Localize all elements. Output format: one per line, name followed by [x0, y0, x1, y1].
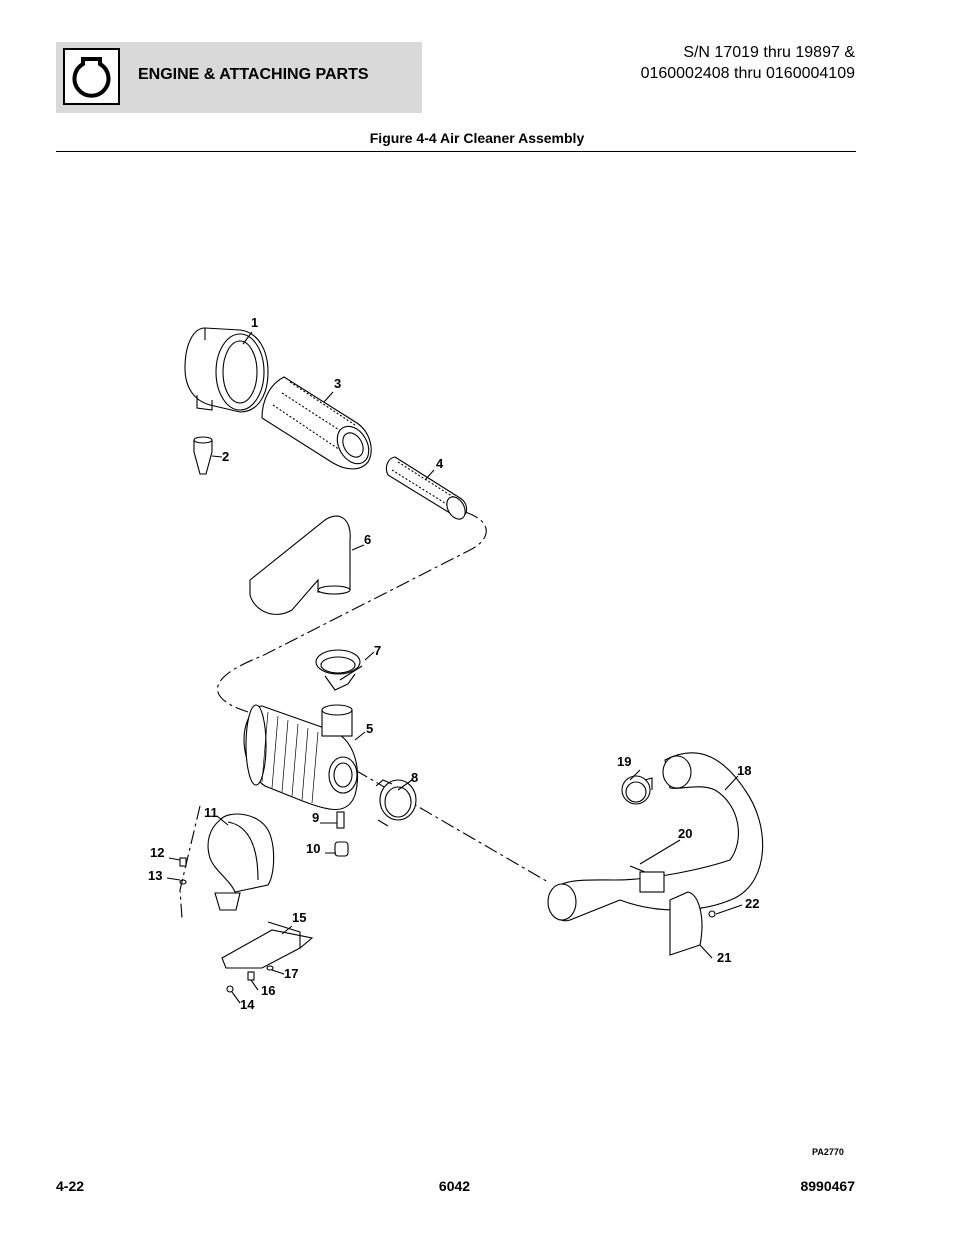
serial-line-2: 0160002408 thru 0160004109	[640, 65, 855, 82]
callout-8: 8	[411, 770, 418, 785]
figure-title: Figure 4-4 Air Cleaner Assembly	[369, 130, 585, 146]
section-title: ENGINE & ATTACHING PARTS	[138, 66, 369, 83]
callout-3: 3	[334, 376, 341, 391]
manual-number: 8990467	[800, 1178, 855, 1194]
callout-1: 1	[251, 315, 258, 330]
callout-21: 21	[717, 950, 731, 965]
page-number: 4-22	[56, 1178, 85, 1194]
callout-11: 11	[204, 805, 218, 820]
callout-17: 17	[284, 966, 298, 981]
callout-16: 16	[261, 983, 275, 998]
serial-range: S/N 17019 thru 19897 & 0160002408 thru 0…	[641, 42, 855, 84]
callout-19: 19	[617, 754, 631, 769]
callout-5: 5	[366, 721, 373, 736]
engine-icon	[63, 48, 120, 105]
model-number: 6042	[438, 1178, 471, 1194]
callout-18: 18	[737, 763, 751, 778]
callout-6: 6	[364, 532, 371, 547]
drawing-code: PA2770	[812, 1147, 844, 1157]
callout-12: 12	[150, 845, 164, 860]
header-rule	[56, 151, 856, 152]
callout-20: 20	[678, 826, 692, 841]
callout-14: 14	[240, 997, 255, 1012]
callout-15: 15	[292, 910, 306, 925]
callout-13: 13	[148, 868, 162, 883]
callout-10: 10	[306, 841, 320, 856]
callout-2: 2	[222, 449, 229, 464]
callout-9: 9	[312, 810, 319, 825]
callout-7: 7	[374, 643, 381, 658]
callout-4: 4	[436, 456, 444, 471]
callout-22: 22	[745, 896, 759, 911]
serial-line-1: S/N 17019 thru 19897 &	[683, 44, 855, 61]
